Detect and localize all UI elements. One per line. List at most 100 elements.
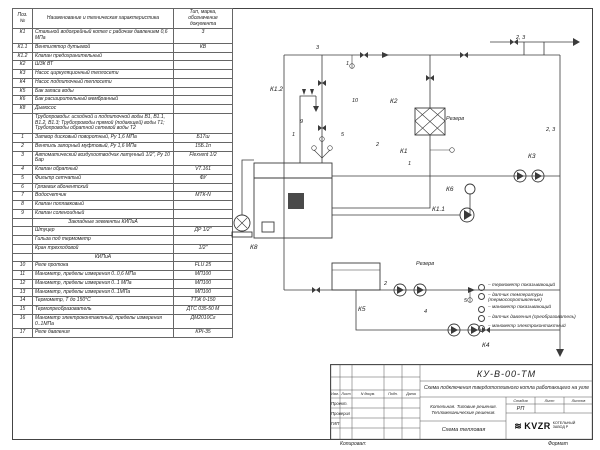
spec-header-pos: Поз. № <box>12 7 33 30</box>
equipment-label-k5: К5 <box>358 306 366 313</box>
spec-cell-pos <box>12 235 33 245</box>
spec-cell-type: KPI-35 <box>173 328 233 338</box>
spec-cell-pos: 4 <box>12 165 33 175</box>
pos-label: 2 <box>375 142 379 148</box>
spec-row: 6 Грязевик абонентский <box>12 182 233 193</box>
spec-cell-pos: 12 <box>12 278 33 289</box>
spec-row: К3 Насос циркуляционный теплосети <box>12 69 233 79</box>
spec-cell-name: Бак запаса воды <box>32 86 174 97</box>
legend-item: – манометр электроконтактный <box>478 324 592 332</box>
spec-cell-name: Клапан поплавковый <box>32 200 174 210</box>
spec-row: 13 Манометр, пределы измерения 0..1МПа М… <box>12 287 233 298</box>
safety-valve-symbols <box>302 89 319 112</box>
spec-cell-name: Клапан предохранительный <box>32 51 174 62</box>
spec-row: 7 Водосчетчик МТК-N <box>12 191 233 201</box>
blower-fan-k11-symbol <box>459 207 475 223</box>
role-project: Проект. <box>331 400 348 406</box>
equipment-label-k4: К4 <box>482 342 490 349</box>
spec-cell-name: Манометр, пределы измерения 0..1 МПа <box>32 278 174 289</box>
pos-label: 9 <box>300 119 303 125</box>
equipment-label-k3: К3 <box>528 153 536 160</box>
spec-cell-pos: 10 <box>12 261 33 271</box>
spec-cell-pos: 2 <box>12 141 33 152</box>
spec-row: 5 Фильтр сетчатый ФУ <box>12 173 233 184</box>
spec-cell-name: Клапан обратный <box>32 165 174 175</box>
spec-row: К4 Насос подпиточный теплосети <box>12 77 233 88</box>
equipment-label-k8: К8 <box>250 244 258 251</box>
spec-row: 10 Реле протока FLU 25 <box>12 261 233 271</box>
legend-item: – манометр показывающий <box>478 305 592 313</box>
spec-cell-name: Бак расширительный мембранный <box>32 95 174 105</box>
kvzr-logo-icon: ≋ <box>514 420 523 431</box>
spec-cell-pos: 8 <box>12 200 33 210</box>
spec-row: 4 Клапан обратный V7.161 <box>12 165 233 175</box>
spec-row: 17 Реле давления KPI-35 <box>12 328 233 338</box>
rev-header-data: Дата <box>406 392 416 396</box>
role-gip: ГИП <box>331 420 340 426</box>
reserve-label: Резерв <box>446 116 464 122</box>
spec-cell-pos: К1.1 <box>12 42 33 53</box>
format-label: Формат <box>548 441 568 447</box>
spec-row: 9 Клапан соленоидный <box>12 208 233 219</box>
spec-cell-pos: 3 <box>12 150 33 166</box>
spec-cell-pos: 11 <box>12 270 33 280</box>
spec-cell-pos: К1 <box>12 28 33 44</box>
spec-cell-pos: К3 <box>12 69 33 79</box>
spec-row: 11 Манометр, пределы измерения 0..0,6 МП… <box>12 270 233 280</box>
spec-cell-pos: К5 <box>12 86 33 97</box>
spec-row: Закладные элементы КИПиА <box>12 217 233 228</box>
spec-cell-pos: 9 <box>12 208 33 219</box>
spec-row: 16 Манометр электроконтактный, пределы и… <box>12 313 233 330</box>
spec-cell-pos: 15 <box>12 305 33 315</box>
spec-cell-pos <box>12 112 33 135</box>
spec-cell-pos <box>12 252 33 263</box>
spec-cell-name: Кран трехходовой <box>32 243 174 254</box>
spec-cell-name: Затвор дисковый поворотный, Ру 1,6 МПа <box>32 133 174 143</box>
pressure-sensor-symbol-icon <box>478 315 485 323</box>
spec-cell-name: Грязевик абонентский <box>32 182 174 193</box>
spec-cell-pos: 17 <box>12 328 33 338</box>
spec-row: 3 Автоматический воздухоотводчик латунны… <box>12 150 233 166</box>
spec-cell-pos: К2 <box>12 60 33 70</box>
title-block-grid <box>330 364 593 440</box>
legend-label: – манометр электроконтактный <box>488 324 566 330</box>
legend-item: – термометр показывающий <box>478 283 592 291</box>
spec-row: К8 Дымосос <box>12 104 233 114</box>
heating-scheme-diagram: 2, 3 3 1 10 К1.2 К2 Резерв 1 5 2 К1 2, 3… <box>231 35 580 357</box>
spec-row: 1 Затвор дисковый поворотный, Ру 1,6 МПа… <box>12 133 233 143</box>
spec-row: КИПиА <box>12 252 233 263</box>
spec-cell-pos: 13 <box>12 287 33 298</box>
spec-cell-pos: 14 <box>12 296 33 306</box>
spec-cell-name: Манометр, пределы измерения 0..0,6 МПа <box>32 270 174 280</box>
spec-cell-name: Закладные элементы КИПиА <box>32 217 174 228</box>
spec-cell-pos <box>12 226 33 236</box>
spec-row: К2 ШЗК ВТ <box>12 60 233 70</box>
stage-value: РП <box>516 405 525 412</box>
spec-row: К1 Стальной водогрейный котел с рабочим … <box>12 28 233 44</box>
spec-header-row: Поз. № Наименование и техническая характ… <box>12 7 233 30</box>
equipment-label-k6: К6 <box>446 186 454 193</box>
sheet-title: Схема тепловая <box>441 427 486 433</box>
spec-cell-type: ДТС 035-50 М <box>173 305 233 315</box>
spec-cell-name: Реле протока <box>32 261 174 271</box>
sheet-header: Лист <box>544 398 555 403</box>
role-checked: Проверил <box>331 410 351 416</box>
pos-label: 2, 3 <box>515 35 526 41</box>
kvzr-logo-text: KVZR <box>524 421 551 431</box>
spec-cell-name: Гильза под термометр <box>32 235 174 245</box>
spec-cell-name: Водосчетчик <box>32 191 174 201</box>
pos-label: 10 <box>352 98 359 104</box>
electrocontact-manometer-symbol-icon <box>478 324 485 332</box>
spec-cell-name: Дымосос <box>32 104 174 114</box>
spec-cell-name: Трубопроводы: исходной и подпиточной вод… <box>32 112 174 135</box>
boiler-k1-symbol <box>253 162 333 239</box>
legend-label: – датчик давления (преобразователь) <box>488 314 576 320</box>
spec-cell-name: Реле давления <box>32 328 174 338</box>
legend: – термометр показывающий – датчик темпер… <box>478 283 592 334</box>
spec-cell-name: Насос подпиточный теплосети <box>32 77 174 88</box>
spec-cell-type <box>173 112 233 135</box>
spec-cell-name: Клапан соленоидный <box>32 208 174 219</box>
pos-label: 3 <box>316 45 320 51</box>
tank-k5-symbol <box>331 262 381 291</box>
